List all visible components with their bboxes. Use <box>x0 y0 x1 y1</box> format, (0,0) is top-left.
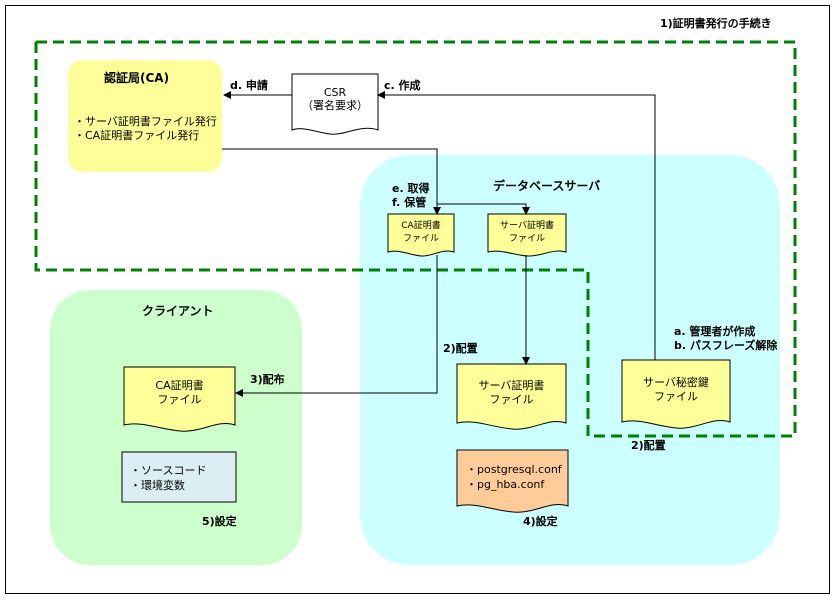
conf-file-pg-hba: ・pg_hba.conf <box>466 478 545 491</box>
client-ca-cert-file-shape <box>123 366 236 432</box>
step-a-label: a. 管理者が作成 <box>674 325 756 338</box>
ca-cert-small-line1: CA証明書 <box>401 221 441 231</box>
server-cert-file-shape <box>456 363 567 430</box>
setting-client-label: 5)設定 <box>202 515 237 528</box>
procedure-label: 1)証明書発行の手続き <box>660 17 772 30</box>
ca-cert-small-line2: ファイル <box>402 234 439 244</box>
arrow-e-obtain <box>222 148 441 215</box>
figure-frame <box>5 5 830 594</box>
conf-file-postgresql: ・postgresql.conf <box>466 463 562 476</box>
arrow-f-store <box>437 203 530 215</box>
server-key-file-shape <box>621 359 731 429</box>
ca-box <box>68 60 222 172</box>
ca-cert-small-shape <box>387 213 455 257</box>
server-cert-small-line2: ファイル <box>508 234 545 244</box>
server-cert-small-line1: サーバ証明書 <box>500 221 554 231</box>
server-key-line1: サーバ秘密鍵 <box>643 376 709 389</box>
ca-item-server-cert: ・サーバ証明書ファイル発行 <box>74 115 217 128</box>
distribute-label: 3)配布 <box>250 373 285 386</box>
csr-label: CSR <box>323 86 347 99</box>
server-cert-line2: ファイル <box>489 393 534 406</box>
step-e-label: e. 取得 <box>392 182 430 195</box>
source-item-code: ・ソースコード <box>130 464 207 477</box>
conf-files-shape <box>456 449 569 513</box>
arrow-distribute-ca-cert <box>235 255 438 397</box>
step-f-label: f. 保管 <box>392 196 427 209</box>
setting-server-label: 4)設定 <box>523 515 558 528</box>
client-title: クライアント <box>142 304 214 318</box>
step-b-label: b. パスフレーズ解除 <box>674 339 778 352</box>
ca-item-ca-cert: ・CA証明書ファイル発行 <box>74 129 200 142</box>
step-d-label: d. 申請 <box>230 79 268 92</box>
arrow-c-create <box>377 91 656 360</box>
client-ca-cert-line1: CA証明書 <box>155 379 204 392</box>
server-key-line2: ファイル <box>654 390 698 403</box>
csr-document-shape <box>291 73 379 135</box>
ca-title: 認証局(CA) <box>104 71 170 85</box>
db-server-title: データベースサーバ <box>493 179 601 193</box>
csr-sublabel: （署名要求） <box>302 99 368 112</box>
procedure-dashed-border <box>34 40 797 438</box>
deploy-key-label: 2)配置 <box>631 439 666 452</box>
client-ca-cert-line2: ファイル <box>157 393 202 406</box>
deploy-cert-label: 2)配置 <box>443 342 478 355</box>
server-cert-small-shape <box>487 213 567 257</box>
step-c-label: c. 作成 <box>384 79 421 92</box>
server-cert-line1: サーバ証明書 <box>478 379 545 392</box>
source-box-shape <box>121 451 237 503</box>
source-item-env: ・環境変数 <box>130 479 185 492</box>
